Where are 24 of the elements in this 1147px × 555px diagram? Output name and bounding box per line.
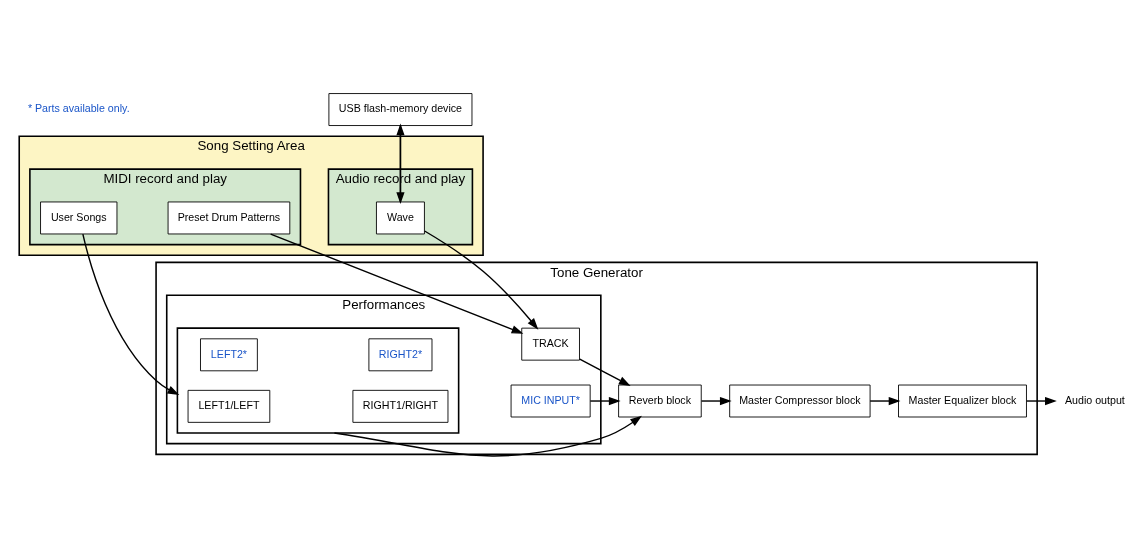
arrow bbox=[869, 396, 901, 406]
node-box: Master Compressor block bbox=[729, 384, 871, 418]
arrow bbox=[333, 415, 642, 457]
arrow bbox=[1026, 396, 1057, 406]
node-box: RIGHT2* bbox=[368, 338, 433, 372]
node-box: User Songs bbox=[40, 201, 118, 235]
node-box: USB flash-memory device bbox=[328, 93, 473, 126]
label: * Parts available only. bbox=[27, 102, 130, 115]
node-box: Preset Drum Patterns bbox=[167, 201, 291, 235]
arrow bbox=[589, 396, 621, 406]
arrow bbox=[700, 396, 732, 406]
node-box: RIGHT1/RIGHT bbox=[352, 389, 449, 423]
node-text: Audio output bbox=[1064, 393, 1125, 406]
node-box: MIC INPUT* bbox=[510, 384, 591, 418]
node-box: Master Equalizer block bbox=[898, 384, 1027, 418]
node-box: LEFT1/LEFT bbox=[187, 389, 271, 423]
cluster bbox=[176, 327, 460, 434]
node-box: Wave bbox=[376, 201, 425, 235]
arrow bbox=[579, 358, 631, 386]
arrow bbox=[82, 233, 180, 395]
node-box: Reverb block bbox=[618, 384, 702, 418]
arrow bbox=[423, 230, 539, 330]
node-box: LEFT2* bbox=[200, 338, 258, 372]
node-box: TRACK bbox=[521, 327, 580, 361]
